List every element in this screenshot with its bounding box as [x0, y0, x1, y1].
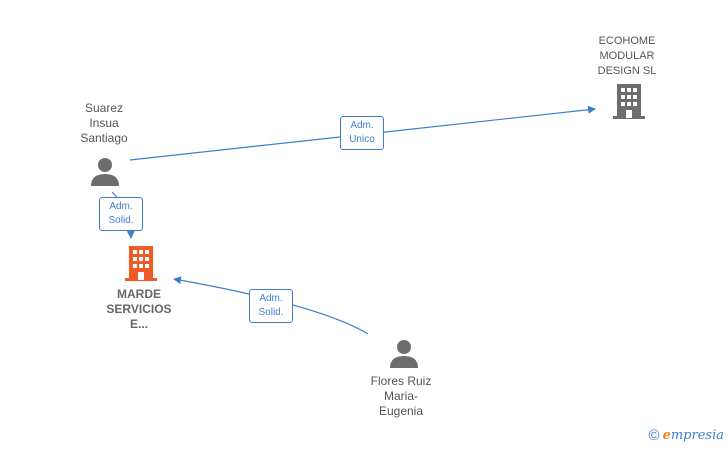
node-label-flores[interactable]: Flores Ruiz Maria- Eugenia	[370, 374, 432, 418]
copyright-icon: ©	[648, 427, 660, 444]
person-icon[interactable]	[389, 339, 419, 369]
edge-label-adm-unico[interactable]: Adm. Unico	[340, 116, 384, 150]
brand-logo: empresia	[662, 428, 724, 443]
node-label-marde[interactable]: MARDE SERVICIOS E...	[106, 287, 172, 331]
node-label-ecohome[interactable]: ECOHOME MODULAR DESIGN SL	[597, 35, 657, 77]
person-icon[interactable]	[90, 157, 120, 187]
edge-label-adm-solid-flores[interactable]: Adm. Solid.	[249, 289, 293, 323]
footer-brand: © empresia	[649, 427, 724, 444]
edge-label-adm-solid-suarez[interactable]: Adm. Solid.	[99, 197, 143, 231]
building-icon[interactable]	[125, 246, 157, 282]
edge-flores-to-marde	[173, 276, 369, 335]
node-label-suarez[interactable]: Suarez Insua Santiago	[80, 101, 128, 145]
building-icon[interactable]	[613, 84, 645, 120]
